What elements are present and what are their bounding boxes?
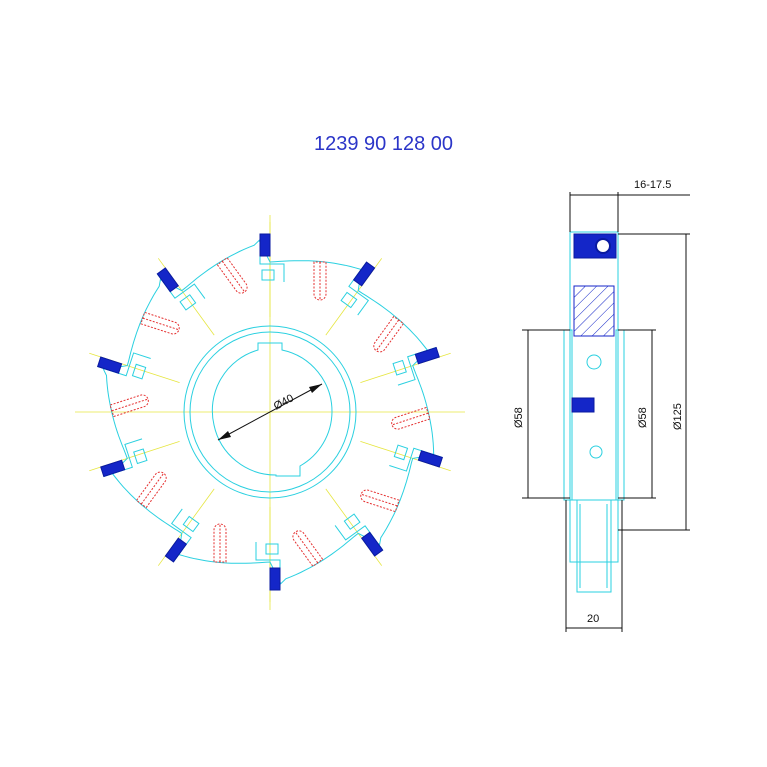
bore-with-keyways [211, 342, 333, 477]
bore-diameter-label: Ø40 [272, 392, 296, 412]
front-view: Ø40 [75, 215, 465, 610]
tooth-pocket [292, 513, 384, 567]
pocket-clamp [392, 359, 407, 376]
pocket-clamp [261, 269, 275, 281]
tooth-pockets [96, 233, 444, 591]
clamp-screw-axis [391, 412, 429, 426]
outer-diameter-label: Ø125 [672, 403, 684, 430]
carbide-insert [100, 459, 126, 478]
tooth-pocket [259, 233, 327, 301]
carbide-insert [414, 346, 440, 365]
side-view: 16-17.5 Ø125 Ø58 Ø58 20 [513, 179, 690, 632]
clamp-screw-hidden [109, 394, 149, 418]
clamp-screw-hidden [213, 523, 227, 563]
tooth-pocket [340, 261, 405, 353]
carbide-insert [269, 567, 281, 591]
clamp-screw-hidden [140, 311, 180, 335]
cutter-outer-edge [102, 239, 435, 585]
side-screw-top [595, 238, 611, 254]
hub-outer-ring [183, 325, 357, 499]
side-body-upper [569, 231, 619, 563]
clamp-screw-axis [294, 531, 319, 564]
clamp-screw-axis [375, 319, 400, 352]
carbide-insert [417, 450, 444, 468]
drawing-title: 1239 90 128 00 [313, 133, 454, 155]
pocket-outline [156, 273, 206, 299]
hub-diameter-left-label: Ø58 [513, 407, 525, 428]
pocket-clamp [182, 515, 200, 533]
hub-diameter-right-label: Ø58 [637, 407, 649, 428]
side-hub-right [615, 329, 625, 501]
carbide-insert [360, 531, 384, 557]
side-lower-slot [576, 499, 612, 593]
carbide-insert [96, 356, 123, 374]
cutter-body-outline [102, 239, 435, 585]
side-hub-left [563, 329, 573, 501]
carbide-insert [156, 267, 180, 293]
pocket-clamp [131, 363, 147, 380]
width-range-label: 16-17.5 [634, 179, 671, 191]
side-screw-lower [589, 445, 603, 459]
pocket-clamp [393, 444, 409, 461]
pocket-clamp [343, 513, 361, 530]
carbide-insert [164, 537, 188, 563]
clamp-screw-axis [140, 472, 165, 505]
clamp-screw-hidden [292, 530, 324, 567]
bore-arrow-start [218, 431, 231, 440]
carbide-insert [259, 233, 271, 257]
clamp-screw-hidden [360, 489, 400, 513]
pocket-clamp [265, 543, 279, 555]
side-insert-middle [571, 397, 595, 413]
tooth-pocket [96, 311, 180, 380]
hub-inner-ring [189, 331, 351, 493]
tooth-pocket [391, 346, 440, 430]
hub-width-label: 20 [587, 613, 599, 625]
clamp-screw-axis [360, 493, 398, 507]
tooth-pocket [360, 444, 444, 513]
carbide-insert [352, 261, 376, 287]
tooth-pocket [213, 523, 281, 591]
side-hatched-section [573, 285, 615, 337]
clamp-screw-axis [111, 398, 149, 412]
pocket-outline [334, 525, 384, 551]
pocket-clamp [179, 294, 197, 311]
bore-dimension-line [217, 383, 323, 441]
pocket-clamp [133, 448, 148, 465]
clamp-screw-axis [221, 260, 246, 293]
clamp-screw-hidden [135, 471, 167, 509]
clamp-screw-hidden [391, 406, 431, 430]
clamp-screw-hidden [373, 315, 405, 353]
bore-arrow-end [309, 384, 322, 393]
tooth-pocket [156, 257, 248, 311]
tooth-pocket [100, 394, 149, 478]
pocket-clamp [340, 291, 358, 309]
clamp-screw-hidden [216, 257, 248, 294]
side-screw-middle [586, 354, 602, 370]
clamp-screw-hidden [313, 261, 327, 301]
tooth-pocket [135, 471, 200, 563]
clamp-screw-axis [142, 317, 180, 331]
